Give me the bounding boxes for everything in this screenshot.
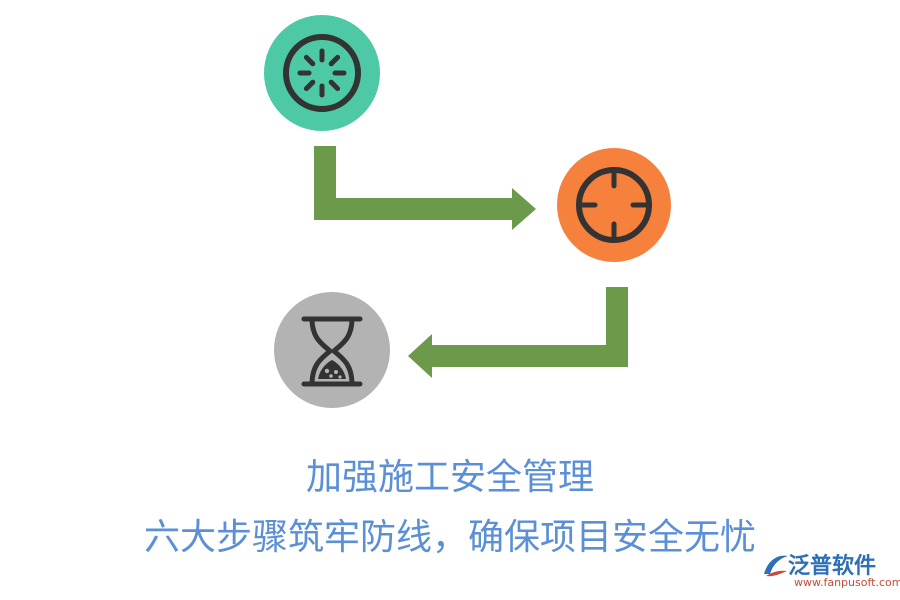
node-target (557, 148, 671, 262)
diagram-title: 加强施工安全管理 (305, 457, 594, 498)
hourglass-sand (318, 360, 346, 379)
node-dial (264, 15, 380, 131)
logo-name: 泛普软件 (788, 554, 877, 579)
dial-icon (283, 34, 361, 112)
logo-swirl-icon (764, 555, 788, 577)
hourglass-icon (301, 316, 363, 387)
crosshair-icon (576, 167, 652, 243)
connector-target-to-hourglass (408, 287, 628, 378)
diagram-subtitle: 六大步骤筑牢防线，确保项目安全无忧 (143, 517, 756, 558)
connector-dial-to-target (314, 146, 536, 230)
node-hourglass (274, 292, 390, 408)
logo-url: www.fanpusoft.com (794, 576, 900, 589)
brand-logo: 泛普软件 www.fanpusoft.com (760, 548, 900, 592)
